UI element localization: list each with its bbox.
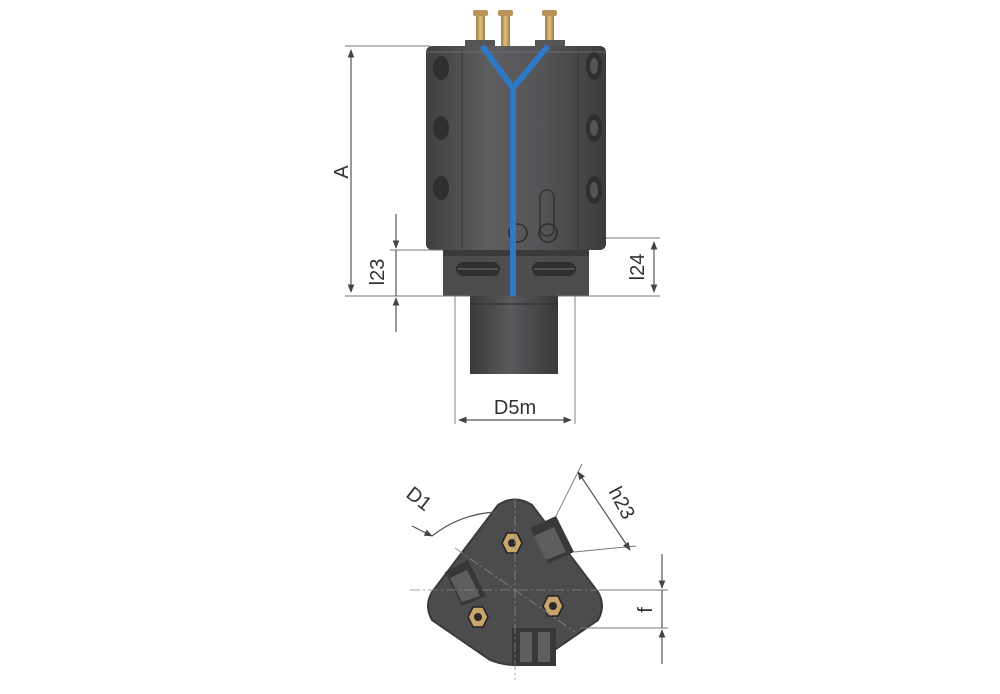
dimension-a: A (331, 45, 470, 297)
label-d5m: D5m (494, 397, 536, 419)
coolant-channel-icon (479, 44, 551, 296)
insert-slots (445, 516, 574, 666)
dimension-f: f (580, 554, 668, 664)
label-l24: l24 (627, 254, 649, 281)
coolant-fittings (465, 10, 565, 48)
label-f: f (635, 607, 657, 613)
dimension-d5m: D5m (454, 296, 576, 424)
label-l23: l23 (367, 259, 389, 286)
dimension-h23: h23 (555, 463, 639, 553)
label-h23: h23 (604, 483, 639, 523)
nozzle-icon (467, 532, 564, 628)
dimension-l23: l23 (367, 214, 443, 332)
label-d1: D1 (402, 483, 436, 516)
side-view: A l23 l24 D5m (331, 10, 660, 424)
label-a: A (331, 165, 353, 179)
shank (470, 296, 558, 374)
front-view: D1 h23 f (402, 463, 668, 680)
